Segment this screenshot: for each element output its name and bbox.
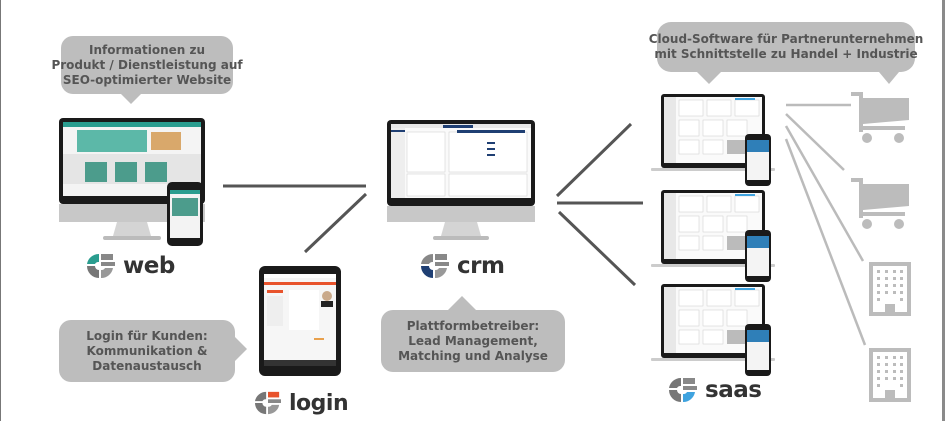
saas-bubble-tail-left	[697, 72, 721, 84]
connector-saas-partner-3	[784, 125, 865, 262]
crm-logo-text: crm	[457, 253, 505, 279]
building-icon	[869, 348, 911, 402]
saas-logo-mark-icon	[669, 377, 697, 403]
shopping-cart-icon	[851, 92, 909, 143]
web-logo: web	[85, 252, 175, 280]
shopping-cart-icon	[851, 178, 909, 229]
login-logo-text: login	[289, 390, 349, 416]
login-info-bubble: Login für Kunden: Kommunikation & Datena…	[59, 320, 235, 382]
saas-bubble-tail-right	[879, 72, 899, 84]
connector-crm-saas-bottom	[557, 210, 637, 287]
web-smartphone	[167, 182, 203, 246]
login-bubble-line-1: Login für Kunden:	[86, 328, 208, 343]
web-logo-mark-icon	[87, 253, 115, 279]
crm-logo-mark-icon	[421, 253, 449, 279]
saas-logo-text: saas	[705, 377, 762, 403]
crm-bubble-line-1: Plattformbetreiber:	[406, 318, 540, 333]
saas-laptop-2	[651, 190, 775, 282]
login-bubble-line-2: Kommunikation &	[86, 343, 208, 358]
building-icon	[869, 262, 911, 316]
connector-crm-saas-top	[555, 122, 633, 198]
crm-bubble-line-3: Matching und Analyse	[398, 348, 548, 363]
web-bubble-line-2: Produkt / Dienstleistung auf	[51, 57, 243, 72]
saas-info-bubble: Cloud-Software für Partnerunternehmen mi…	[649, 22, 923, 72]
saas-bubble-line-2: mit Schnittstelle zu Handel + Industrie	[654, 47, 918, 61]
saas-laptop-1	[651, 94, 775, 186]
saas-laptop-3	[651, 284, 775, 376]
saas-bubble-line-1: Cloud-Software für Partnerunternehmen	[648, 32, 924, 46]
login-bubble-line-3: Datenaustausch	[92, 358, 202, 373]
login-logo-mark-icon	[255, 391, 281, 415]
crm-logo: crm	[419, 252, 505, 280]
crm-bubble-tail	[448, 296, 476, 310]
connector-saas-partner-2	[785, 113, 845, 171]
connector-saas-partner-4	[784, 138, 867, 346]
crm-bubble-line-2: Lead Management,	[408, 333, 538, 348]
web-bubble-tail	[121, 94, 141, 104]
saas-logo: saas	[667, 376, 762, 404]
web-info-bubble: Informationen zu Produkt / Dienstleistun…	[51, 36, 243, 94]
crm-info-bubble: Plattformbetreiber: Lead Management, Mat…	[381, 310, 565, 372]
login-bubble-tail	[235, 337, 247, 361]
web-bubble-line-3: SEO-optimierter Website	[62, 72, 232, 87]
login-logo: login	[253, 390, 349, 416]
web-bubble-line-1: Informationen zu	[88, 42, 205, 57]
crm-desktop-monitor	[387, 120, 535, 240]
web-logo-text: web	[123, 253, 175, 279]
connector-login-crm	[303, 192, 368, 254]
login-tablet	[259, 266, 341, 376]
